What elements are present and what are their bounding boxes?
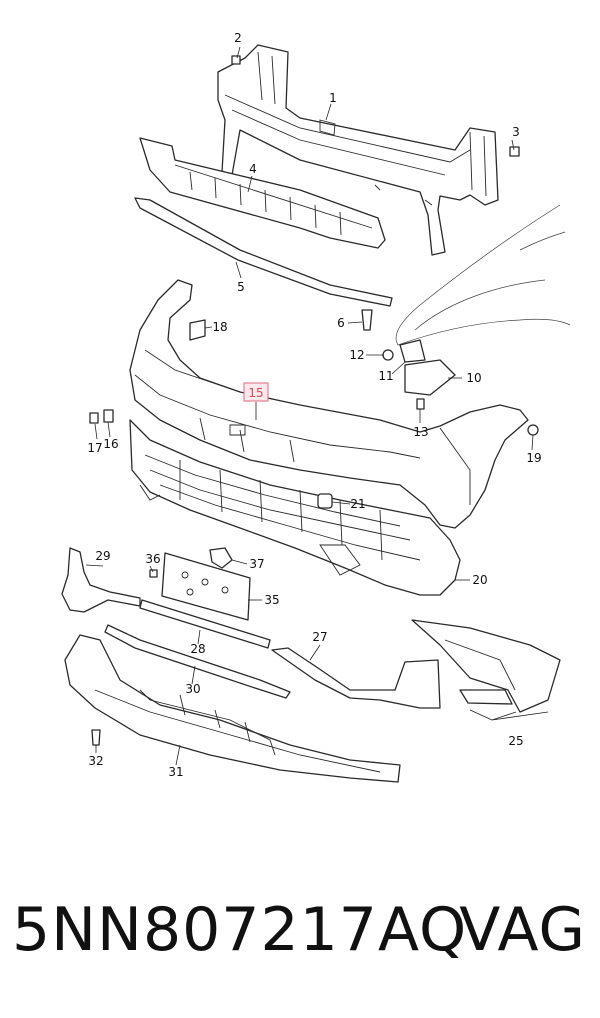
callout-4: 4: [249, 162, 257, 176]
screw-part-3: [509, 146, 520, 157]
screw-part-12: [382, 349, 394, 361]
grille-part-20: [129, 419, 461, 596]
plate-holder-part-35: [161, 552, 251, 621]
spoiler-part-31: [64, 634, 401, 783]
callout-10: 10: [466, 371, 481, 385]
callout-19: 19: [526, 451, 541, 465]
side-trim-part-25: [411, 619, 561, 713]
brand-label: VAG: [459, 895, 586, 965]
fender-outline: [395, 204, 571, 346]
clip-part-37: [209, 547, 233, 569]
callout-31: 31: [168, 765, 183, 779]
callout-1: 1: [329, 91, 337, 105]
callout-labels: 2 1 3 4 5 6 10 11 12 13 15 16 17 18 19 2…: [87, 31, 541, 779]
bumper-cover-part-15: [129, 279, 529, 529]
leader-lines: [85, 46, 549, 766]
bush-part-21: [317, 493, 333, 509]
callout-30: 30: [185, 682, 200, 696]
screw-part-32: [91, 729, 101, 746]
callout-25: 25: [508, 734, 523, 748]
clip-part-13: [416, 398, 425, 410]
callout-29: 29: [95, 549, 110, 563]
callout-3: 3: [512, 125, 520, 139]
highlight-box-15: [243, 382, 269, 402]
screw-part-6: [361, 309, 373, 331]
callout-11: 11: [378, 369, 393, 383]
clip-part-17: [89, 412, 99, 424]
callout-18: 18: [212, 320, 227, 334]
callout-32: 32: [88, 754, 103, 768]
callout-36: 36: [145, 552, 160, 566]
lower-trim-part-27: [271, 647, 441, 709]
clip-part-16: [103, 409, 114, 423]
bracket-part-11: [399, 339, 426, 363]
exploded-parts-diagram: 2 1 3 4 5 6 10 11 12 13 15 16 17 18 19 2…: [61, 31, 571, 783]
screw-part-36: [149, 569, 158, 578]
callout-5: 5: [237, 280, 245, 294]
callout-27: 27: [312, 630, 327, 644]
bracket-part-18: [189, 319, 206, 341]
trim-strip-part-30: [104, 624, 291, 699]
callout-16: 16: [103, 437, 118, 451]
bracket-part-10: [404, 359, 456, 396]
callout-6: 6: [337, 316, 345, 330]
callout-35: 35: [264, 593, 279, 607]
callout-13: 13: [413, 425, 428, 439]
screw-part-2: [231, 55, 241, 65]
callout-15: 15: [248, 386, 263, 400]
callout-20: 20: [472, 573, 487, 587]
strip-part-5: [134, 197, 393, 307]
callout-2: 2: [234, 31, 242, 45]
callout-21: 21: [350, 497, 365, 511]
part-number: 5NN807217AQ: [12, 895, 468, 965]
callout-28: 28: [190, 642, 205, 656]
crossmember-part-1: [217, 44, 499, 256]
callout-12: 12: [349, 348, 364, 362]
trim-strip-part-28: [139, 599, 271, 649]
callout-17: 17: [87, 441, 102, 455]
caption: 5NN807217AQ VAG: [0, 895, 600, 985]
callout-37: 37: [249, 557, 264, 571]
clip-part-19: [527, 424, 539, 436]
energy-absorber-part-4: [139, 137, 386, 249]
